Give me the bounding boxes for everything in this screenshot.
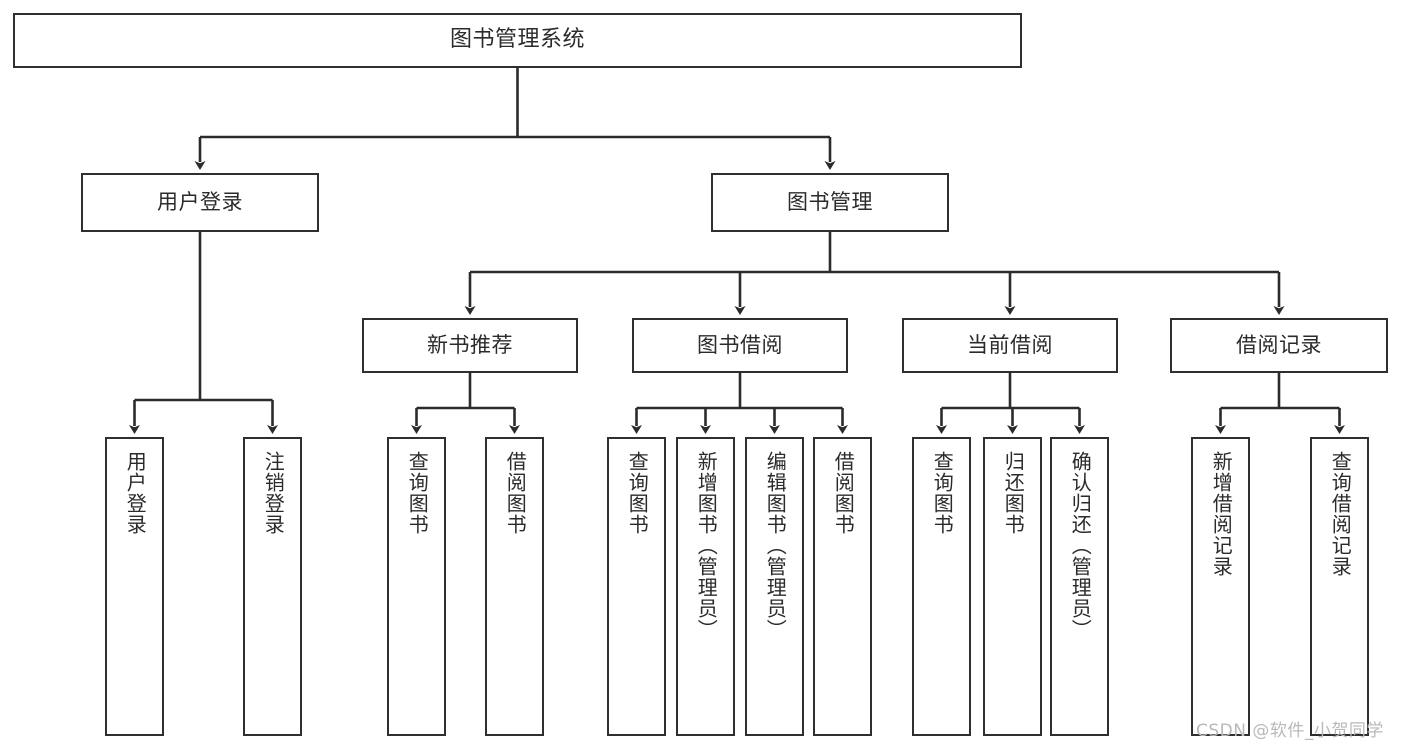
node-user-login[interactable]: 用户登录 <box>81 173 319 232</box>
node-new-book-recommend[interactable]: 新书推荐 <box>362 318 578 373</box>
node-label: 查询借阅记录 <box>1328 451 1353 577</box>
node-leaf-query-borrow-record[interactable]: 查询借阅记录 <box>1310 437 1369 736</box>
node-label: 借阅图书 <box>831 451 856 535</box>
node-leaf-query-book-borrow[interactable]: 查询图书 <box>607 437 666 736</box>
watermark-label: CSDN @软件_小贺同学 <box>1196 721 1384 741</box>
node-label: 查询图书 <box>930 451 955 535</box>
node-book-manage[interactable]: 图书管理 <box>711 173 949 232</box>
node-label: 注销登录 <box>261 451 286 535</box>
node-leaf-edit-book-admin[interactable]: 编辑图书（管理员） <box>745 437 804 736</box>
node-root-system[interactable]: 图书管理系统 <box>13 13 1022 68</box>
node-leaf-user-login[interactable]: 用户登录 <box>105 437 164 736</box>
node-label: 新书推荐 <box>427 332 513 357</box>
node-label: 用户登录 <box>123 451 148 535</box>
node-leaf-logout[interactable]: 注销登录 <box>243 437 302 736</box>
node-label: 新增图书（管理员） <box>694 451 719 640</box>
node-leaf-add-book-admin[interactable]: 新增图书（管理员） <box>676 437 735 736</box>
node-leaf-add-borrow-record[interactable]: 新增借阅记录 <box>1191 437 1250 736</box>
node-leaf-query-book-rec[interactable]: 查询图书 <box>387 437 446 736</box>
node-label: 图书借阅 <box>697 332 783 357</box>
node-label: 查询图书 <box>625 451 650 535</box>
node-borrow-record[interactable]: 借阅记录 <box>1170 318 1388 373</box>
node-label: 查询图书 <box>405 451 430 535</box>
node-label: 确认归还（管理员） <box>1068 451 1093 640</box>
node-leaf-borrow-book-rec[interactable]: 借阅图书 <box>485 437 544 736</box>
node-leaf-confirm-return-admin[interactable]: 确认归还（管理员） <box>1050 437 1109 736</box>
node-label: 编辑图书（管理员） <box>763 451 788 640</box>
node-label: 图书管理 <box>787 189 873 214</box>
node-label: 借阅记录 <box>1236 332 1322 357</box>
node-label: 用户登录 <box>157 189 243 214</box>
node-label: 新增借阅记录 <box>1209 451 1234 577</box>
node-leaf-query-book-current[interactable]: 查询图书 <box>912 437 971 736</box>
node-label: 当前借阅 <box>967 332 1053 357</box>
node-book-borrow[interactable]: 图书借阅 <box>632 318 848 373</box>
node-label: 归还图书 <box>1001 451 1026 535</box>
node-current-borrow[interactable]: 当前借阅 <box>902 318 1118 373</box>
node-leaf-return-book[interactable]: 归还图书 <box>983 437 1042 736</box>
node-leaf-borrow-book[interactable]: 借阅图书 <box>813 437 872 736</box>
node-label: 图书管理系统 <box>449 27 585 53</box>
node-label: 借阅图书 <box>503 451 528 535</box>
